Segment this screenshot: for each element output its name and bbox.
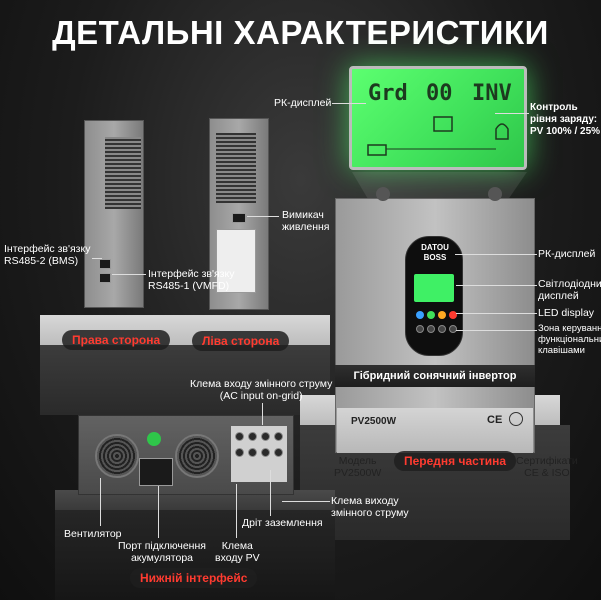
leader-fan xyxy=(100,478,101,526)
breaker-green xyxy=(147,432,161,446)
key-3[interactable] xyxy=(438,325,446,333)
label-ac-input: Клема входу змінного струму (AC input on… xyxy=(190,378,333,402)
label-certs: Сертифікати CE & ISO xyxy=(516,455,578,479)
button-down[interactable] xyxy=(438,311,446,319)
screw-6 xyxy=(248,448,257,457)
mount-hole-left xyxy=(376,187,390,201)
left-side-vent xyxy=(216,133,256,203)
leader-ac-output xyxy=(282,501,330,502)
screw-4 xyxy=(274,432,283,441)
rs485-2-port xyxy=(99,259,111,269)
leader-charge xyxy=(495,113,529,114)
label-power-switch: Вимикач живлення xyxy=(282,209,330,233)
lcd-panel-icon xyxy=(433,116,453,132)
rs485-1-port xyxy=(99,273,111,283)
button-esc[interactable] xyxy=(416,311,424,319)
model-plate: PV2500W xyxy=(351,416,397,427)
section-front: Передня частина xyxy=(394,451,516,471)
brand-line2: BOSS xyxy=(423,253,447,262)
button-up[interactable] xyxy=(427,311,435,319)
inverter-bottom-plate: PV2500W CE xyxy=(337,408,533,453)
screw-2 xyxy=(248,432,257,441)
screw-8 xyxy=(274,448,283,457)
label-ac-output: Клема виходу змінного струму xyxy=(331,495,409,519)
leader-pv xyxy=(236,484,237,538)
section-left-side: Ліва сторона xyxy=(192,331,290,351)
terminal-block xyxy=(231,426,287,482)
label-led-display-ua: Світлодіодний дисплей xyxy=(538,278,601,302)
lcd-seg-mid: 00 xyxy=(426,81,453,106)
lcd-display-zoom: Grd 00 INV xyxy=(349,66,527,170)
screw-3 xyxy=(261,432,270,441)
leader-rk-top xyxy=(332,103,366,104)
right-side-vent xyxy=(105,137,141,209)
label-led-display-en: LED display xyxy=(538,307,595,319)
mini-lcd xyxy=(414,274,454,302)
label-rs485-1: Інтерфейс зв'язку RS485-1 (VMFD) xyxy=(148,268,235,292)
button-enter[interactable] xyxy=(449,311,457,319)
label-rk-display-right: РК-дисплей xyxy=(538,248,596,260)
lcd-icons xyxy=(367,116,509,156)
fan-left xyxy=(95,434,139,478)
leader-led-ua xyxy=(456,285,537,286)
key-2[interactable] xyxy=(427,325,435,333)
leader-ground xyxy=(270,470,271,516)
label-battery-port: Порт підключення акумулятора xyxy=(118,540,206,564)
leader-power-switch xyxy=(247,216,279,217)
label-fan: Вентилятор xyxy=(64,528,122,540)
label-charge-control: Контроль рівня заряду: PV 100% / 25% xyxy=(530,102,601,137)
leader-rs485-1 xyxy=(112,274,146,275)
leader-rs485-2 xyxy=(92,258,102,259)
battery-terminal xyxy=(139,458,173,486)
bottom-interface-panel xyxy=(78,415,294,495)
label-ground: Дріт заземлення xyxy=(242,517,323,529)
pedestal-bottom-top xyxy=(55,490,335,510)
ce-mark: CE xyxy=(487,414,503,426)
mount-hole-right xyxy=(488,187,502,201)
iso-badge xyxy=(509,412,523,426)
function-buttons xyxy=(416,311,457,319)
label-control-zone: Зона керування функціональних клавішами xyxy=(538,323,601,356)
screw-5 xyxy=(235,448,244,457)
leader-control xyxy=(456,330,537,331)
spec-sticker xyxy=(216,229,256,293)
fan-right xyxy=(175,434,219,478)
screw-1 xyxy=(235,432,244,441)
section-bottom: Нижній інтерфейс xyxy=(130,568,258,588)
label-model: Модель PV2500W xyxy=(334,455,382,479)
leader-ac-input xyxy=(262,403,263,425)
key-1[interactable] xyxy=(416,325,424,333)
leader-rk-right xyxy=(455,254,537,255)
lcd-seg-right: INV xyxy=(472,81,512,106)
function-keys xyxy=(416,325,457,333)
section-right-side: Права сторона xyxy=(62,330,171,350)
label-rs485-2: Інтерфейс зв'язку RS485-2 (BMS) xyxy=(4,243,91,267)
right-side-panel xyxy=(84,120,144,308)
page-title: ДЕТАЛЬНІ ХАРАКТЕРИСТИКИ xyxy=(52,14,549,51)
key-4[interactable] xyxy=(449,325,457,333)
brand-line1: DATOU xyxy=(421,243,449,252)
left-side-panel xyxy=(209,118,269,310)
lcd-bulb-icon xyxy=(495,123,509,140)
label-pv-input: Клема входу PV xyxy=(215,540,260,564)
leader-led-en xyxy=(456,313,537,314)
lcd-battery-icon xyxy=(367,144,387,156)
screw-7 xyxy=(261,448,270,457)
label-rk-display-top: РК-дисплей xyxy=(274,97,332,109)
power-switch xyxy=(232,213,246,223)
inverter-name-band: Гібридний сонячний інвертор xyxy=(335,365,535,387)
pedestal-left-front xyxy=(40,345,330,415)
leader-battery xyxy=(158,486,159,538)
lcd-seg-left: Grd xyxy=(368,81,408,106)
